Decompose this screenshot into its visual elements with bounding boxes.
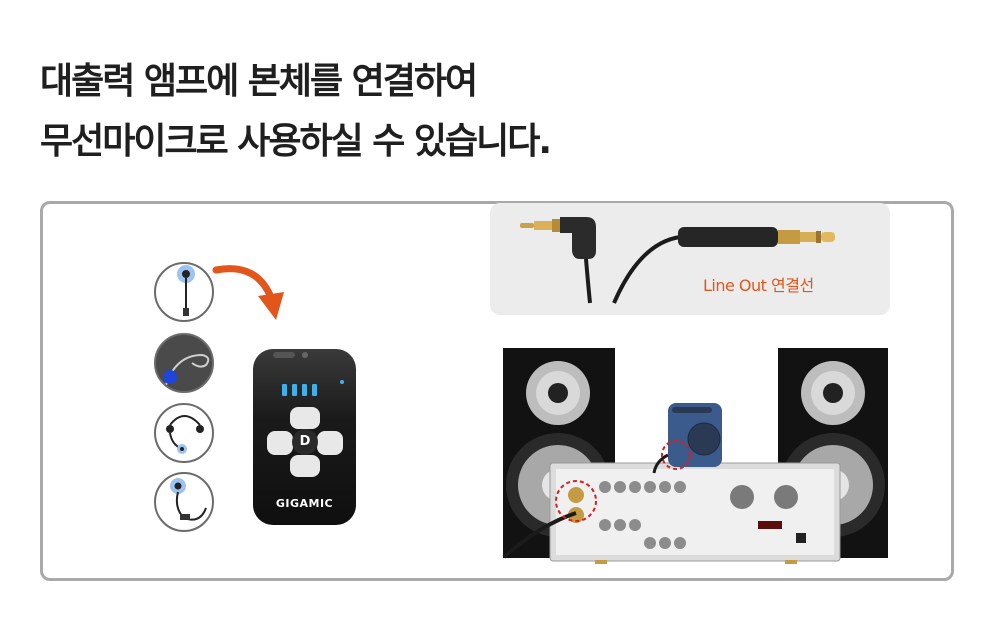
line-out-cable-illustration (520, 217, 835, 304)
line-out-cable-panel: Line Out 연결선 (490, 203, 890, 315)
amp-speaker-illustration (502, 348, 888, 564)
wireless-receiver-device: D GIGAMIC (253, 349, 356, 525)
mic-option-neckband-thumb (154, 472, 214, 532)
mic-option-lavalier-thumb (154, 262, 214, 322)
headline-line-2: 무선마이크로 사용하실 수 있습니다. (40, 121, 552, 162)
headline: 대출력 앰프에 본체를 연결하여 무선마이크로 사용하실 수 있습니다. (40, 52, 552, 172)
dpad-icon (267, 407, 343, 477)
headline-line-1: 대출력 앰프에 본체를 연결하여 (40, 61, 478, 102)
lavalier-mic-icon (177, 265, 195, 316)
device-d-button: D (292, 429, 318, 455)
amplifier-unit (549, 462, 841, 564)
earhook-mic-icon (163, 353, 210, 386)
mic-option-earhook-thumb (154, 333, 214, 393)
neckband-mic-icon (170, 478, 207, 521)
quarter-inch-plug-body (678, 227, 778, 247)
device-brand: GIGAMIC (275, 497, 334, 510)
headset-mic-icon (166, 415, 204, 454)
connect-arrow-icon (212, 265, 284, 320)
mini-receiver (668, 403, 722, 467)
amp-input-highlight (555, 480, 597, 522)
receiver-output-highlight (661, 440, 691, 470)
battery-led-icon (282, 380, 344, 396)
mic-option-headset-thumb (154, 403, 214, 463)
quarter-inch-plug-tip (821, 232, 835, 242)
cable-label: Line Out 연결선 (703, 276, 814, 295)
right-angle-plug-body (560, 217, 596, 259)
mini-jack-tip (520, 223, 534, 228)
